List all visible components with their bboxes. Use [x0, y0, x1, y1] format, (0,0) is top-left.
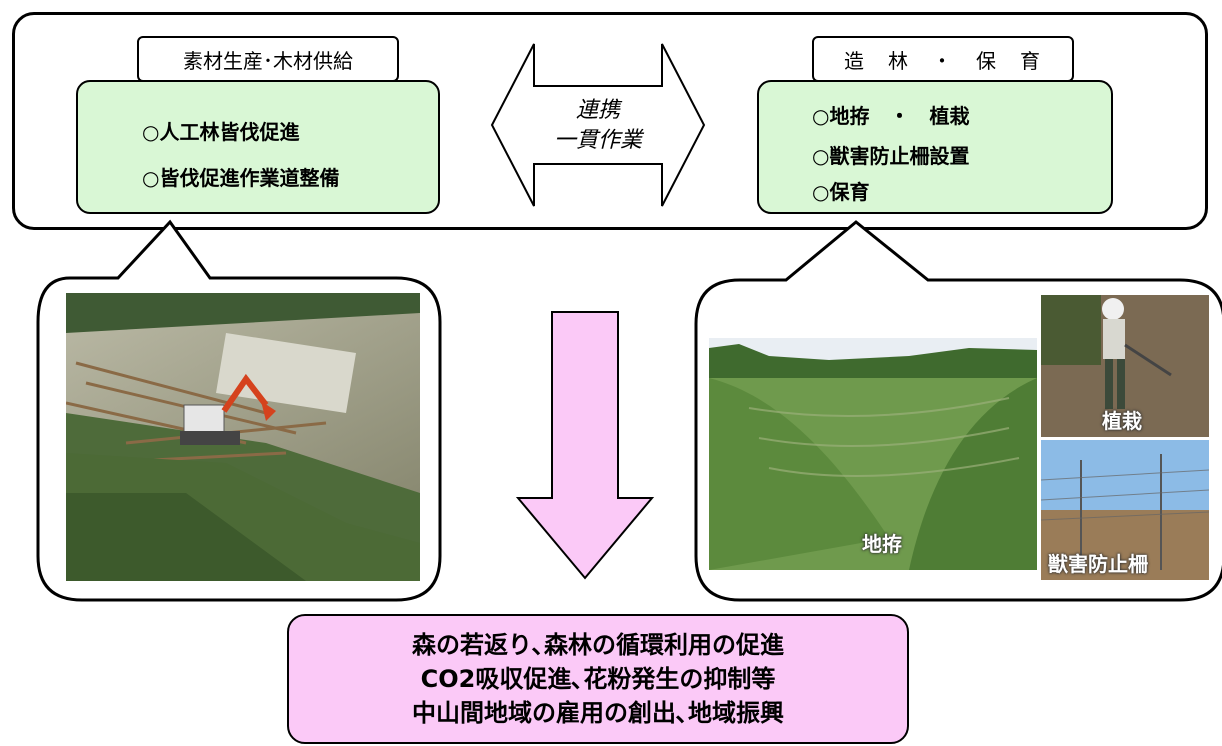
- result-box: 森の若返り､森林の循環利用の促進 CO2吸収促進､花粉発生の抑制等 中山間地域の…: [287, 614, 909, 744]
- forestation-tab: 造 林 ・ 保 育: [812, 36, 1074, 82]
- production-item-2: ○皆伐促進作業道整備: [142, 166, 340, 190]
- forestation-item-2: ○獣害防止柵設置: [812, 144, 970, 168]
- result-line-1: 森の若返り､森林の循環利用の促進: [412, 631, 784, 659]
- planting-label: 植栽: [1102, 409, 1142, 433]
- result-line-3: 中山間地域の雇用の創出､地域振興: [412, 699, 784, 727]
- forestation-box: [757, 80, 1113, 214]
- forestation-item-1: ○地拵 ・ 植栽: [812, 104, 970, 128]
- link-arrow-line1: 連携: [575, 98, 620, 123]
- result-line-2: CO2吸収促進､花粉発生の抑制等: [420, 665, 776, 693]
- production-tab-label: 素材生産･木材供給: [183, 48, 353, 73]
- forestation-item-3: ○保育: [812, 180, 870, 204]
- fence-photo: [1041, 440, 1209, 580]
- site-prep-label: 地拵: [862, 532, 902, 556]
- link-arrow-text: 連携 一貫作業: [520, 96, 676, 156]
- production-box: [76, 80, 440, 214]
- planting-photo: [1041, 295, 1209, 437]
- down-arrow-icon: [516, 311, 655, 580]
- double-arrow-icon: [490, 43, 706, 207]
- site-prep-photo: [709, 338, 1037, 570]
- forestation-tab-label: 造 林 ・ 保 育: [844, 48, 1042, 73]
- production-item-1: ○人工林皆伐促進: [142, 120, 300, 144]
- production-tab: 素材生産･木材供給: [137, 36, 399, 82]
- link-arrow-line2: 一貫作業: [553, 128, 642, 153]
- excavator-photo: [66, 293, 420, 581]
- fence-label: 獣害防止柵: [1048, 552, 1148, 576]
